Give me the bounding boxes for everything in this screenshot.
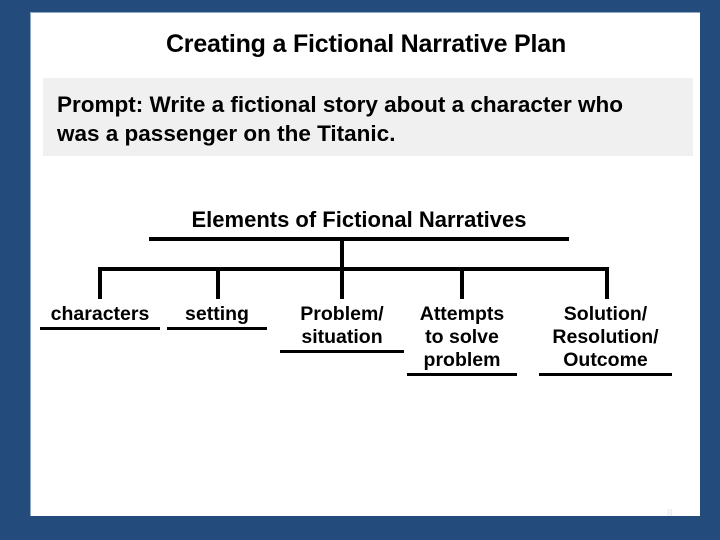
- prompt-line-1: Prompt: Write a fictional story about a …: [57, 92, 623, 117]
- prompt-line-2: was a passenger on the Titanic.: [57, 121, 396, 146]
- tree-leaf-line: setting: [167, 303, 267, 330]
- tree-leaf-line: problem: [407, 349, 517, 376]
- prompt-box: Prompt: Write a fictional story about a …: [43, 78, 693, 156]
- tree-header-label: Elements of Fictional Narratives: [191, 207, 527, 232]
- tree-horizontal-connector: [98, 267, 609, 271]
- tree-drop-connector-2: [216, 267, 220, 299]
- tree-leaf-problem-situation: Problem/situation: [280, 303, 404, 353]
- tree-drop-connector-3: [340, 267, 344, 299]
- tree-leaf-line: situation: [280, 326, 404, 353]
- tree-leaf-line: Problem/: [300, 303, 384, 325]
- tree-drop-connector-4: [460, 267, 464, 299]
- tree-leaf-line: to solve: [425, 326, 499, 348]
- tree-leaf-line: Outcome: [539, 349, 672, 376]
- slide-panel: Creating a Fictional Narrative Plan Prom…: [30, 12, 701, 519]
- page-number: 8: [667, 507, 673, 519]
- tree-leaf-line: characters: [40, 303, 160, 330]
- tree-stem-connector: [340, 241, 344, 269]
- tree-leaf-line: Attempts: [419, 303, 505, 325]
- prompt-text: Prompt: Write a fictional story about a …: [57, 90, 679, 148]
- tree-drop-connector-5: [605, 267, 609, 299]
- tree-leaf-setting: setting: [167, 303, 267, 330]
- tree-leaf-solution-resolution-outcome: Solution/Resolution/Outcome: [539, 303, 672, 376]
- tree-leaf-line: Solution/: [563, 303, 648, 325]
- page-title: Creating a Fictional Narrative Plan: [165, 30, 567, 58]
- tree-leaf-characters: characters: [40, 303, 160, 330]
- tree-header-underline: [149, 237, 569, 241]
- narrative-elements-tree-diagram: Elements of Fictional Narratives charact…: [31, 193, 701, 413]
- tree-drop-connector-1: [98, 267, 102, 299]
- tree-header: Elements of Fictional Narratives: [149, 207, 569, 233]
- tree-leaf-line: Resolution/: [552, 326, 659, 348]
